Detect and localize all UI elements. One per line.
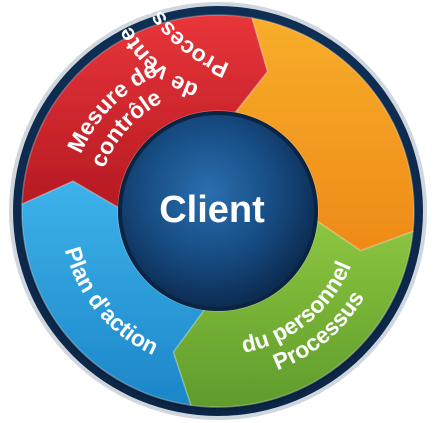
center-circle bbox=[122, 115, 314, 307]
center-label: Client bbox=[159, 189, 265, 231]
